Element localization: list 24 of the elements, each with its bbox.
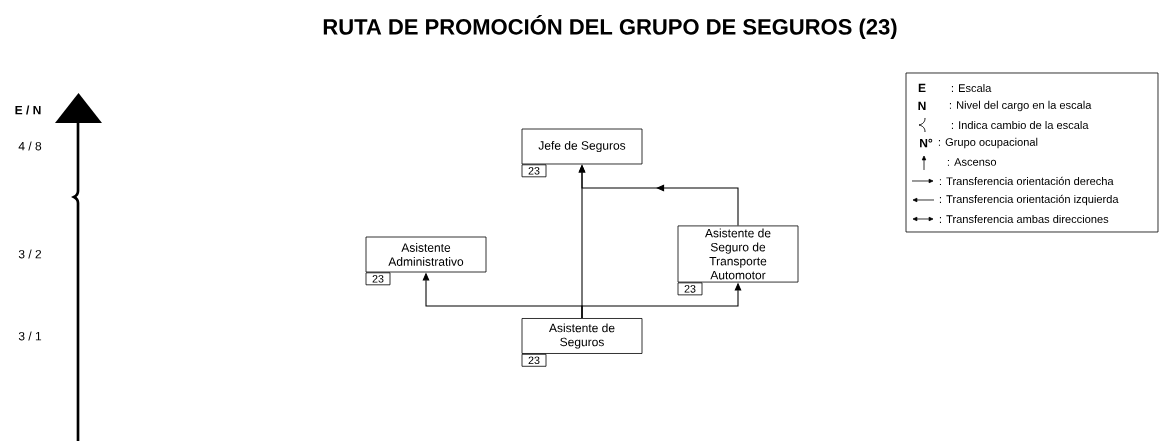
group-number-box: 23 xyxy=(365,272,391,286)
legend-text: : Ascenso xyxy=(947,158,997,166)
legend-text: : Escala xyxy=(951,83,992,93)
job-box: Asistente de Seguros xyxy=(521,318,643,354)
legend-key-letter: E xyxy=(918,83,926,93)
legend-text: : Nivel del cargo en la escala xyxy=(949,100,1092,112)
job-box: Jefe de Seguros xyxy=(521,128,643,165)
legend-text: : Transferencia ambas direcciones xyxy=(939,214,1109,224)
scale-level-label: 4 / 8 xyxy=(18,141,42,151)
legend-text: : Indica cambio de la escala xyxy=(951,120,1089,130)
scale-level-label: 3 / 1 xyxy=(18,331,42,341)
group-number-box: 23 xyxy=(677,282,703,296)
job-box: Asistente de Seguro de Transporte Automotor xyxy=(677,225,799,283)
title: RUTA DE PROMOCIÓN DEL GRUPO DE SEGUROS (23) xyxy=(323,14,897,39)
axis-label: E / N xyxy=(15,105,41,115)
legend-key-letter: N° xyxy=(920,138,933,148)
group-number-box: 23 xyxy=(521,353,547,367)
group-number-box: 23 xyxy=(521,164,547,178)
job-box: Asistente Administrativo xyxy=(365,236,487,273)
legend-key-letter: N xyxy=(918,101,926,111)
legend-text: : Transferencia orientación izquierda xyxy=(939,194,1119,206)
scale-level-label: 3 / 2 xyxy=(18,249,42,259)
legend-text: : Transferencia orientación derecha xyxy=(939,176,1114,186)
legend-text: : Grupo ocupacional xyxy=(938,137,1038,149)
